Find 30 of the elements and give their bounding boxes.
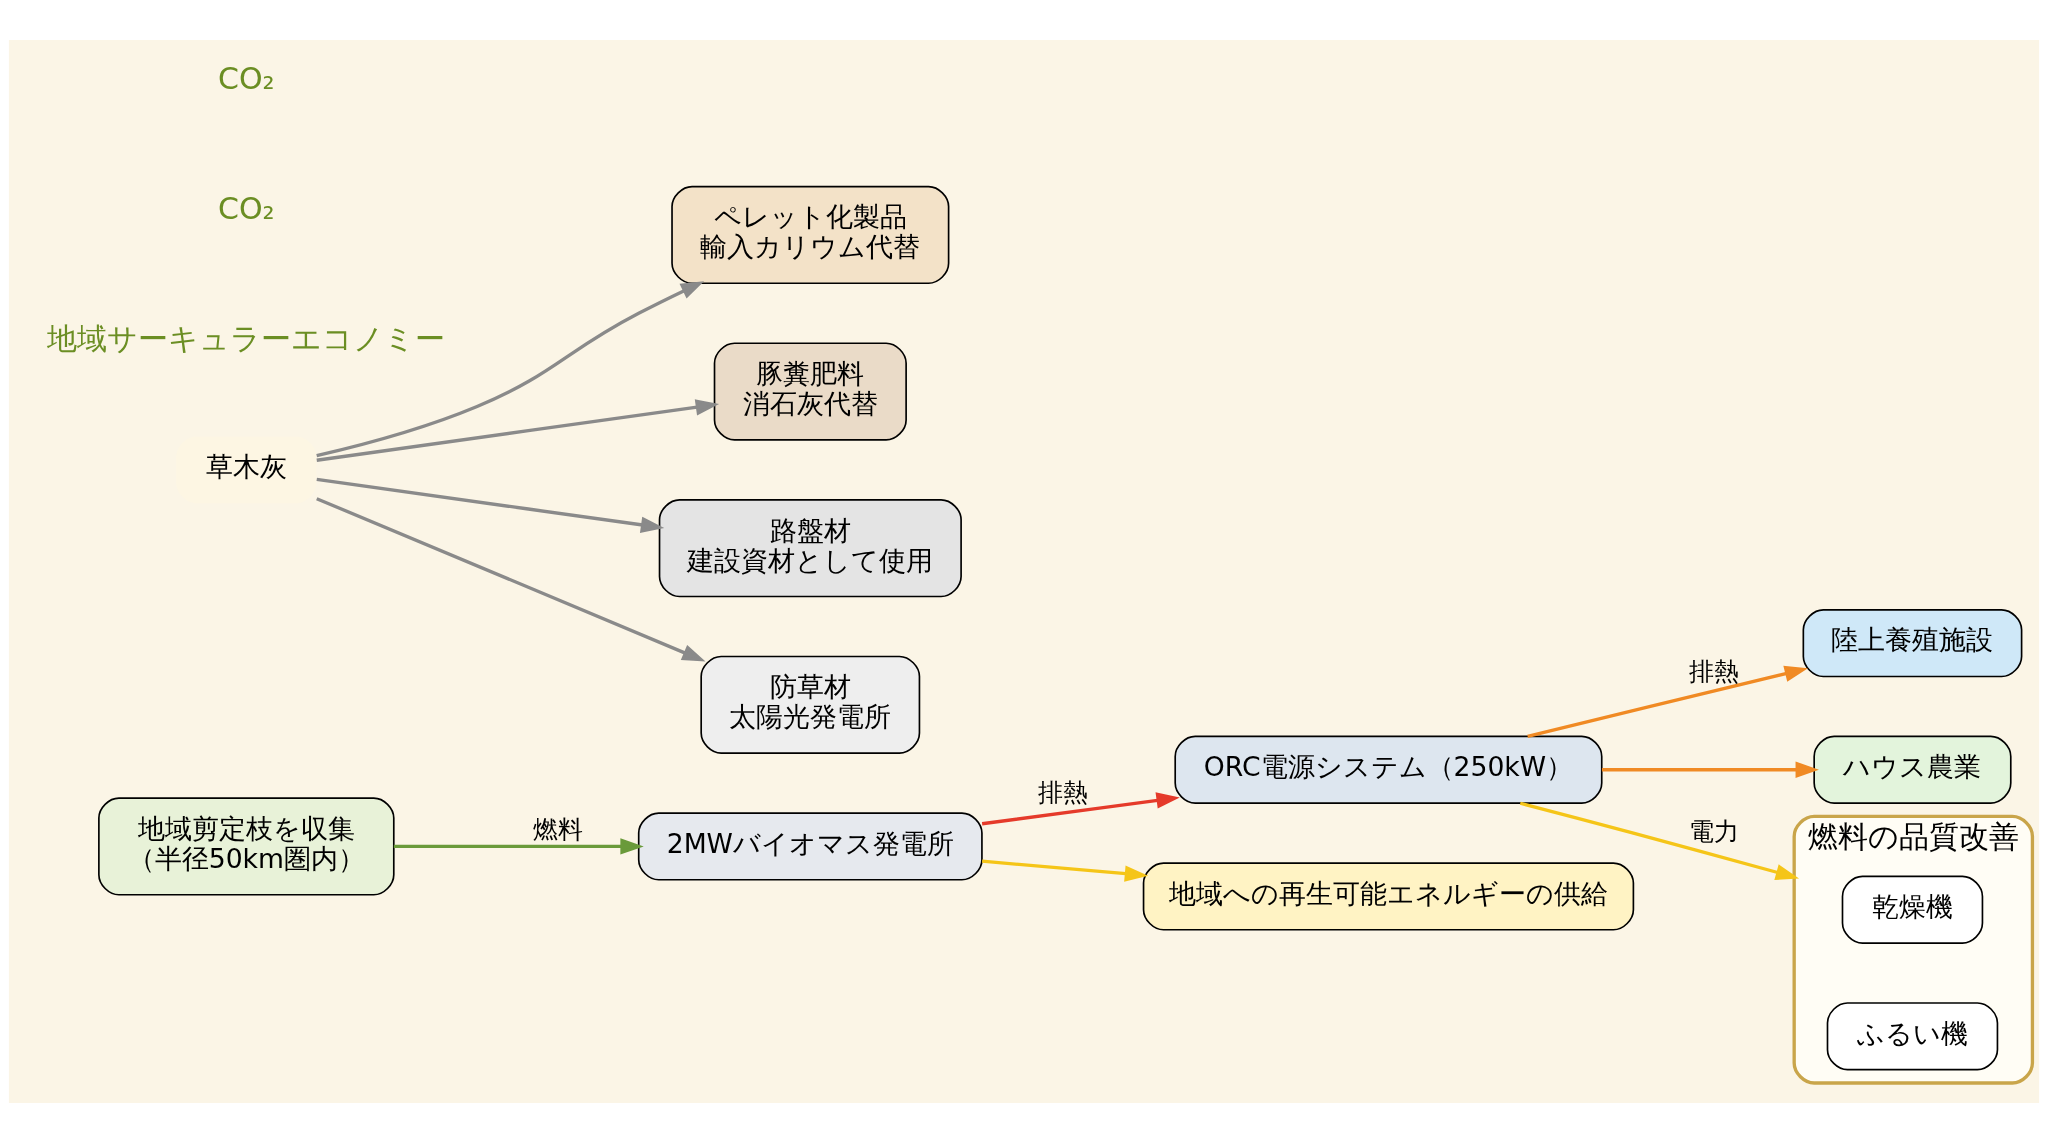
node-box: 地域への再生可能エネルギーの供給 (1142, 862, 1635, 931)
node-box: 2MWバイオマス発電所 (637, 812, 983, 881)
arrow (316, 281, 705, 458)
arrow (981, 792, 1180, 826)
label: CO₂ (218, 60, 275, 96)
arrow (1527, 665, 1808, 738)
arrow (1519, 801, 1800, 881)
node-box: ハウス農業 (1813, 735, 2012, 804)
arrow (393, 838, 644, 855)
edge-label: 排熱 (1037, 778, 1088, 808)
node-box: ペレット化製品 輸入カリウム代替 (671, 185, 950, 285)
node-box: 陸上養殖施設 (1802, 609, 2023, 678)
node-box: ふるい機 (1826, 1002, 1999, 1071)
arrow (316, 477, 665, 533)
node-box: 防草材 太陽光発電所 (700, 655, 921, 754)
label: CO₂ (218, 190, 275, 226)
arrow (981, 859, 1149, 882)
label: 地域サーキュラーエコノミー (47, 320, 446, 356)
node-box: 路盤材 建設資材として使用 (658, 499, 962, 598)
node-box: 乾燥機 (1841, 875, 1984, 944)
arrow (316, 399, 720, 462)
arrow (1601, 761, 1819, 778)
edge-label: 燃料 (532, 815, 583, 845)
arrow (316, 497, 706, 662)
node-box: 地域剪定枝を収集 （半径50km圏内） (98, 797, 395, 896)
node-text: 草木灰 (205, 451, 287, 483)
edge-label: 排熱 (1689, 656, 1740, 686)
edge-label: 電力 (1689, 816, 1740, 846)
node-box: 豚糞肥料 消石灰代替 (713, 342, 907, 441)
node-box: ORC電源システム（250kW） (1174, 735, 1603, 804)
